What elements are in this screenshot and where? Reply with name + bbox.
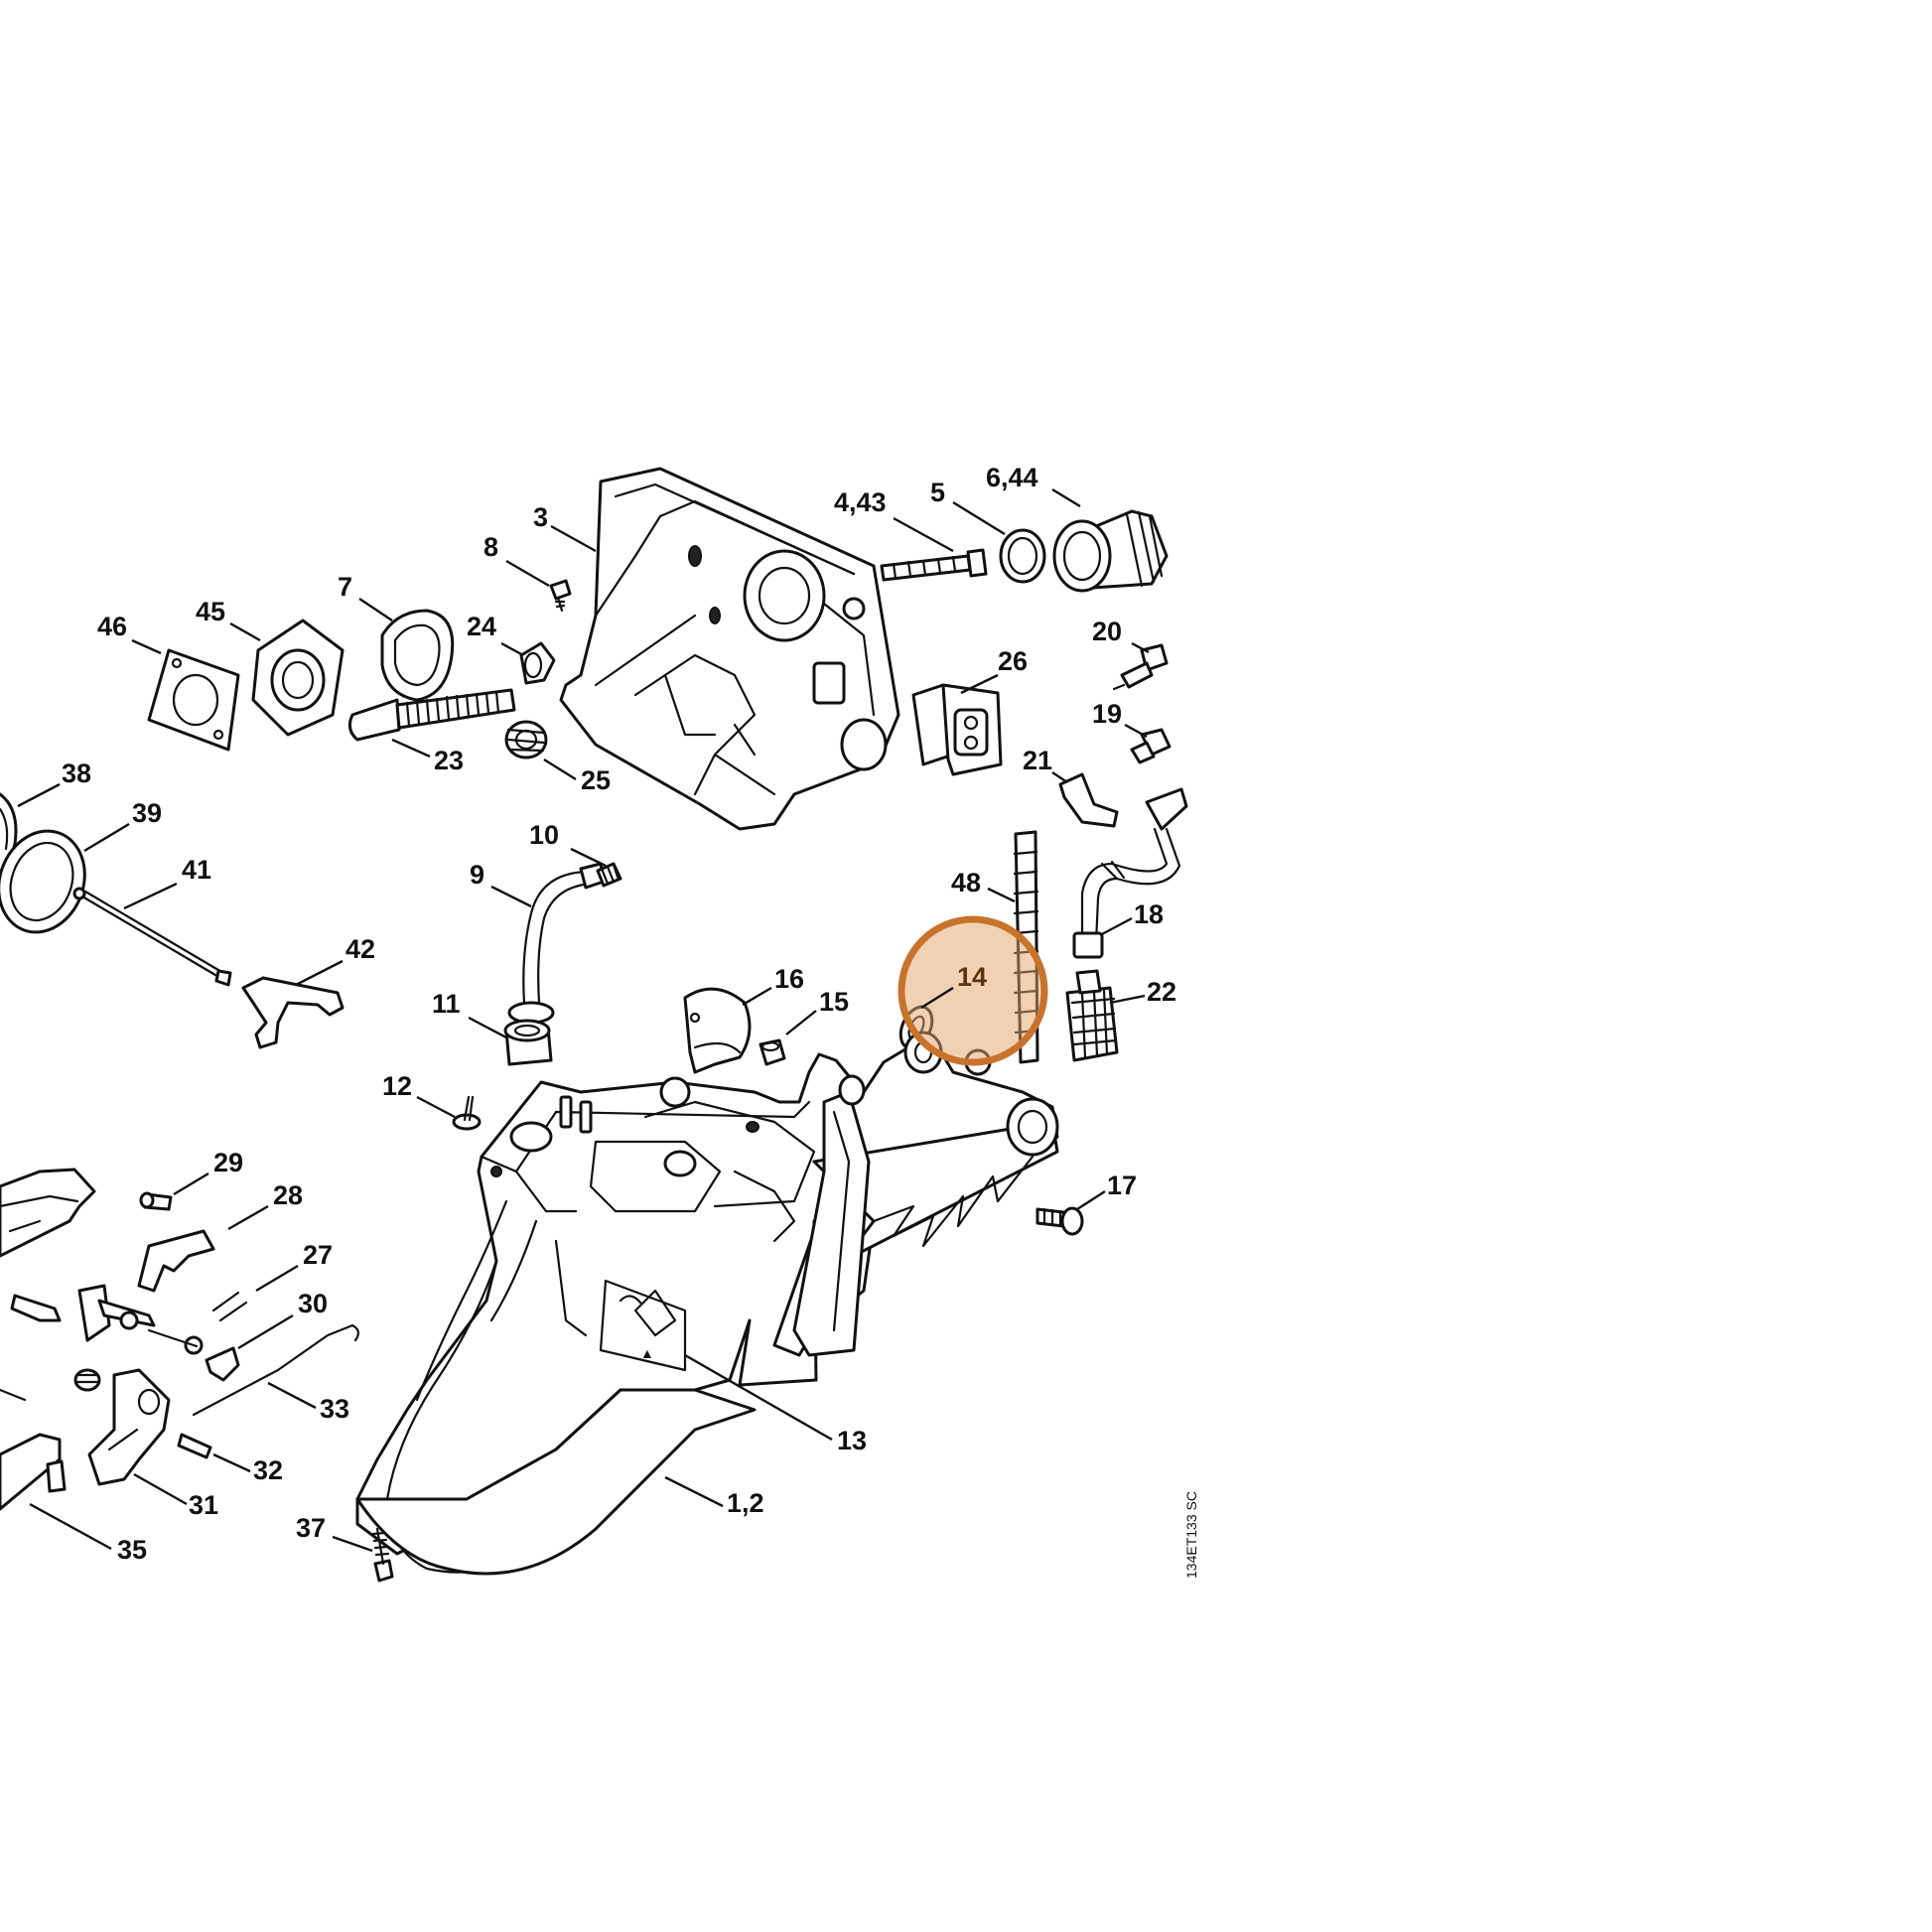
label-39: 39 — [132, 798, 162, 828]
part-20-elbow-fitting[interactable] — [1112, 643, 1169, 691]
part-5-ring[interactable] — [999, 528, 1046, 584]
label-37: 37 — [296, 1513, 326, 1543]
label-15: 15 — [819, 987, 849, 1017]
part-32-pin[interactable] — [177, 1433, 212, 1459]
label-17: 17 — [1107, 1171, 1137, 1200]
part-37-screw[interactable] — [371, 1527, 394, 1583]
part-18-fuel-line[interactable] — [1072, 787, 1188, 959]
label-11: 11 — [432, 989, 461, 1019]
label-29: 29 — [213, 1148, 243, 1177]
part-29-pin[interactable] — [139, 1191, 173, 1211]
part-8-screw[interactable] — [549, 579, 572, 613]
part-11-bushing[interactable] — [503, 1019, 553, 1066]
label-41: 41 — [182, 855, 211, 885]
highlight-part-14[interactable]: 14 — [897, 915, 1048, 1066]
label-45: 45 — [196, 597, 225, 626]
part-30-spring-rod[interactable] — [192, 1323, 359, 1417]
part-31-trigger[interactable] — [87, 1368, 171, 1486]
part-45-flange[interactable] — [251, 619, 345, 737]
label-26: 26 — [998, 646, 1028, 676]
label-30: 30 — [298, 1289, 328, 1318]
part-unlabeled-spring-coil[interactable] — [73, 1368, 101, 1392]
part-4-43-bolt[interactable] — [880, 548, 988, 582]
part-9-tube[interactable] — [507, 862, 606, 1025]
label-3: 3 — [533, 502, 548, 532]
part-24-plug[interactable] — [519, 641, 556, 685]
label-19: 19 — [1092, 699, 1122, 729]
label-25: 25 — [581, 765, 611, 795]
label-28: 28 — [273, 1180, 303, 1210]
label-9: 9 — [470, 860, 484, 890]
part-16-cover[interactable] — [683, 987, 752, 1074]
part-unlabeled-left-housing[interactable] — [0, 1168, 96, 1258]
label-23: 23 — [434, 746, 464, 775]
label-12: 12 — [382, 1071, 412, 1101]
label-7: 7 — [338, 572, 352, 602]
label-35: 35 — [117, 1535, 147, 1565]
label-13: 13 — [837, 1426, 867, 1455]
label-4-43: 4,43 — [834, 487, 887, 517]
label-20: 20 — [1092, 617, 1122, 646]
part-12-pin[interactable] — [452, 1095, 482, 1131]
label-14: 14 — [957, 962, 987, 992]
label-27: 27 — [303, 1240, 333, 1270]
part-21-hose[interactable] — [1058, 772, 1119, 828]
label-5: 5 — [930, 478, 945, 507]
label-22: 22 — [1147, 977, 1176, 1007]
label-18: 18 — [1134, 899, 1164, 929]
label-48: 48 — [951, 868, 981, 897]
label-1-2: 1,2 — [727, 1488, 764, 1518]
part-17-bolt[interactable] — [1035, 1206, 1084, 1236]
part-41-rod[interactable] — [72, 887, 232, 987]
part-7-gasket[interactable] — [380, 609, 455, 702]
part-1-2-handle-housing[interactable]: ▲ — [355, 1031, 1059, 1576]
part-42-lever[interactable] — [241, 976, 345, 1049]
part-15-plug[interactable] — [759, 1038, 786, 1066]
part-23-spring-shaft[interactable] — [347, 688, 516, 742]
label-10: 10 — [529, 820, 559, 850]
part-unlabeled-throttle-lever[interactable] — [10, 1284, 204, 1355]
label-8: 8 — [483, 532, 498, 562]
part-19-fitting[interactable] — [1130, 728, 1172, 764]
label-16: 16 — [774, 964, 804, 994]
warning-triangle-glyph: ▲ — [640, 1345, 654, 1361]
label-24: 24 — [467, 612, 496, 641]
part-46-gasket[interactable] — [147, 648, 240, 752]
label-46: 46 — [97, 612, 127, 641]
part-10-spring[interactable] — [596, 862, 622, 888]
part-unlabeled-left-bracket[interactable] — [0, 1388, 67, 1511]
part-3-carburetor-box[interactable] — [559, 467, 900, 831]
label-42: 42 — [345, 934, 375, 964]
label-21: 21 — [1023, 746, 1052, 775]
drawing-code: 134ET133 SC — [1183, 1491, 1199, 1579]
part-27-rod[interactable] — [211, 1291, 248, 1322]
label-32: 32 — [253, 1455, 283, 1485]
label-33: 33 — [320, 1394, 349, 1424]
part-22-fuel-filter[interactable] — [1065, 969, 1119, 1062]
part-6-44-threaded-bushing[interactable] — [1052, 509, 1169, 593]
label-31: 31 — [189, 1490, 218, 1520]
part-26-switch[interactable] — [911, 683, 1003, 776]
part-25-spring[interactable] — [504, 720, 548, 759]
label-6-44: 6,44 — [986, 463, 1038, 492]
label-38: 38 — [62, 759, 91, 788]
part-28-lever[interactable] — [137, 1229, 215, 1293]
